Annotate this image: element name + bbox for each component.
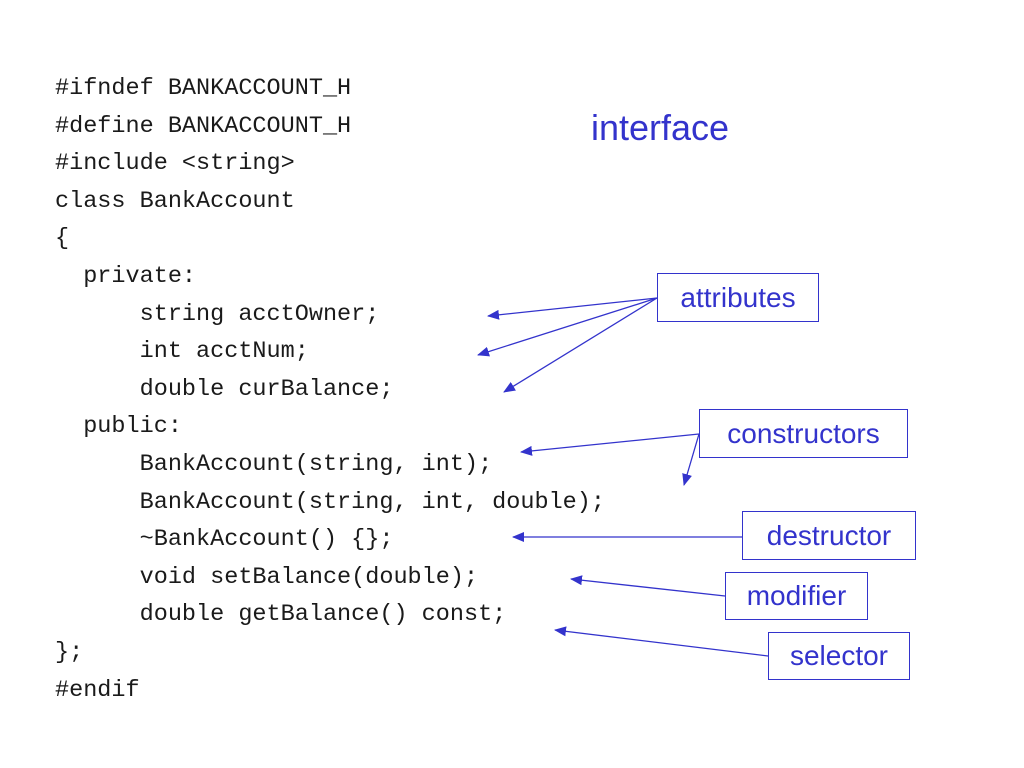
label-attributes: attributes <box>657 273 819 322</box>
code-line: #ifndef BANKACCOUNT_H <box>55 75 352 102</box>
code-line: public: <box>55 413 182 441</box>
code-line: class BankAccount <box>55 187 295 215</box>
code-line: string acctOwner; <box>55 300 380 328</box>
arrow-attributes-acctowner <box>487 297 658 320</box>
arrow-attributes-curbalance <box>503 297 658 393</box>
label-selector: selector <box>768 632 910 680</box>
code-block: #ifndef BANKACCOUNT_H #define BANKACCOUN… <box>55 70 605 709</box>
arrow-selector <box>554 626 769 657</box>
code-line: BankAccount(string, int, double); <box>55 488 605 516</box>
code-line: { <box>55 225 70 253</box>
label-modifier: modifier <box>725 572 868 620</box>
code-line: ~BankAccount() {}; <box>55 526 394 554</box>
code-line: }; <box>55 638 84 666</box>
slide-title: interface <box>591 107 730 148</box>
arrow-constructors-second <box>682 433 700 486</box>
code-line: double getBalance() const; <box>55 601 507 629</box>
code-line: double curBalance; <box>55 375 394 403</box>
label-constructors: constructors <box>699 409 908 458</box>
arrow-constructors-first <box>520 433 700 456</box>
arrow-modifier <box>570 575 726 597</box>
arrow-attributes-acctnum <box>477 297 658 357</box>
code-line: void setBalance(double); <box>55 563 479 591</box>
code-line: private: <box>55 262 197 290</box>
code-line: #define BANKACCOUNT_H <box>55 112 352 140</box>
code-line: #endif <box>55 676 140 704</box>
code-line: int acctNum; <box>55 338 309 366</box>
code-line: BankAccount(string, int); <box>55 450 493 478</box>
code-line: #include <string> <box>55 150 295 178</box>
label-destructor: destructor <box>742 511 916 560</box>
